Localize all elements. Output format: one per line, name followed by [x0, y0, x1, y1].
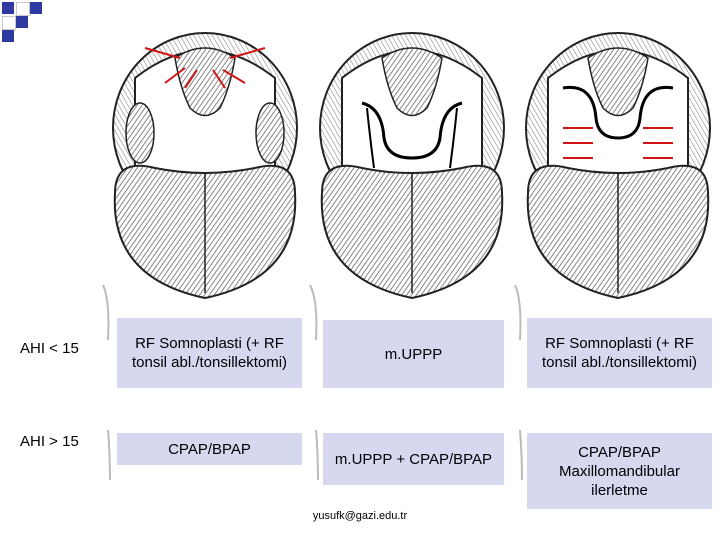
deco-square: [16, 16, 28, 28]
cell-ahi-high-cpap: CPAP/BPAP: [117, 433, 302, 465]
illustration-radiofrequency: [105, 18, 300, 300]
cell-ahi-high-cpap-maxillomandibular: CPAP/BPAP Maxillomandibular ilerletme: [527, 433, 712, 509]
illustration-tonsil: [518, 18, 718, 300]
deco-square: [16, 2, 30, 16]
cell-ahi-low-somnoplasty: RF Somnoplasti (+ RF tonsil abl./tonsill…: [117, 318, 302, 388]
illustration-uppp: [312, 18, 512, 300]
cell-ahi-low-somnoplasty-2: RF Somnoplasti (+ RF tonsil abl./tonsill…: [527, 318, 712, 388]
cell-ahi-high-uppp-cpap: m.UPPP + CPAP/BPAP: [323, 433, 504, 485]
footer-email: yusufk@gazi.edu.tr: [312, 510, 408, 522]
deco-square: [30, 2, 42, 14]
deco-square: [2, 16, 16, 30]
corner-decoration: [0, 0, 70, 42]
row-label-ahi-high: AHI > 15: [20, 433, 79, 450]
oral-cavity-illustrations: [105, 18, 718, 300]
deco-square: [2, 30, 14, 42]
deco-square: [2, 2, 14, 14]
cell-ahi-low-uppp: m.UPPP: [323, 320, 504, 388]
column-separators: [102, 284, 523, 481]
row-label-ahi-low: AHI < 15: [20, 340, 79, 357]
